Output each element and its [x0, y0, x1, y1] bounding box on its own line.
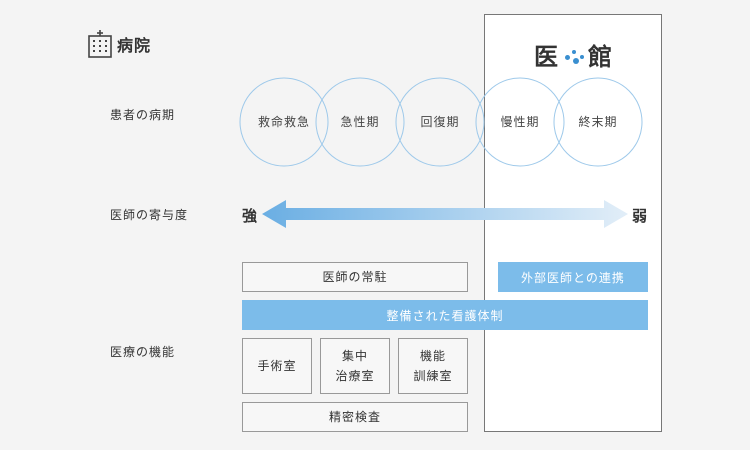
hospital-header: 病院	[87, 29, 151, 59]
external-physician-box: 外部医師との連携	[498, 262, 648, 292]
facility-logo-right-char: 館	[588, 43, 614, 71]
row-label-medical-function: 医療の機能	[110, 345, 176, 359]
contribution-arrow	[262, 200, 628, 228]
hospital-label: 病院	[117, 36, 152, 55]
icu-box: 集中 治療室	[320, 338, 390, 394]
row-label-patient-phase: 患者の病期	[110, 108, 176, 122]
facility-panel: 医館	[484, 14, 662, 432]
phase-label-2: 急性期	[340, 114, 379, 129]
arrow-weak-label: 弱	[632, 207, 648, 225]
hospital-building-icon	[88, 30, 112, 58]
arrow-strong-label: 強	[242, 207, 258, 225]
phase-label-1: 救命救急	[258, 114, 310, 129]
phase-circle-5	[553, 77, 643, 167]
phase-circle-4	[475, 77, 565, 167]
phase-circle-3	[395, 77, 485, 167]
rehab-room-box: 機能 訓練室	[398, 338, 468, 394]
phase-label-3: 回復期	[420, 114, 459, 129]
phase-label-5: 終末期	[578, 114, 617, 129]
facility-logo-left-char: 医	[534, 43, 560, 71]
nursing-system-bar: 整備された看護体制	[242, 300, 648, 330]
resident-physician-box: 医師の常駐	[242, 262, 468, 292]
phase-circle-2	[315, 77, 405, 167]
facility-logo: 医館	[485, 37, 663, 72]
operating-room-box: 手術室	[242, 338, 312, 394]
row-label-physician-contribution: 医師の寄与度	[110, 208, 189, 222]
phase-circle-1	[239, 77, 329, 167]
precision-exam-box: 精密検査	[242, 402, 468, 432]
phase-label-4: 慢性期	[500, 115, 539, 129]
logo-dots-icon	[560, 46, 588, 70]
